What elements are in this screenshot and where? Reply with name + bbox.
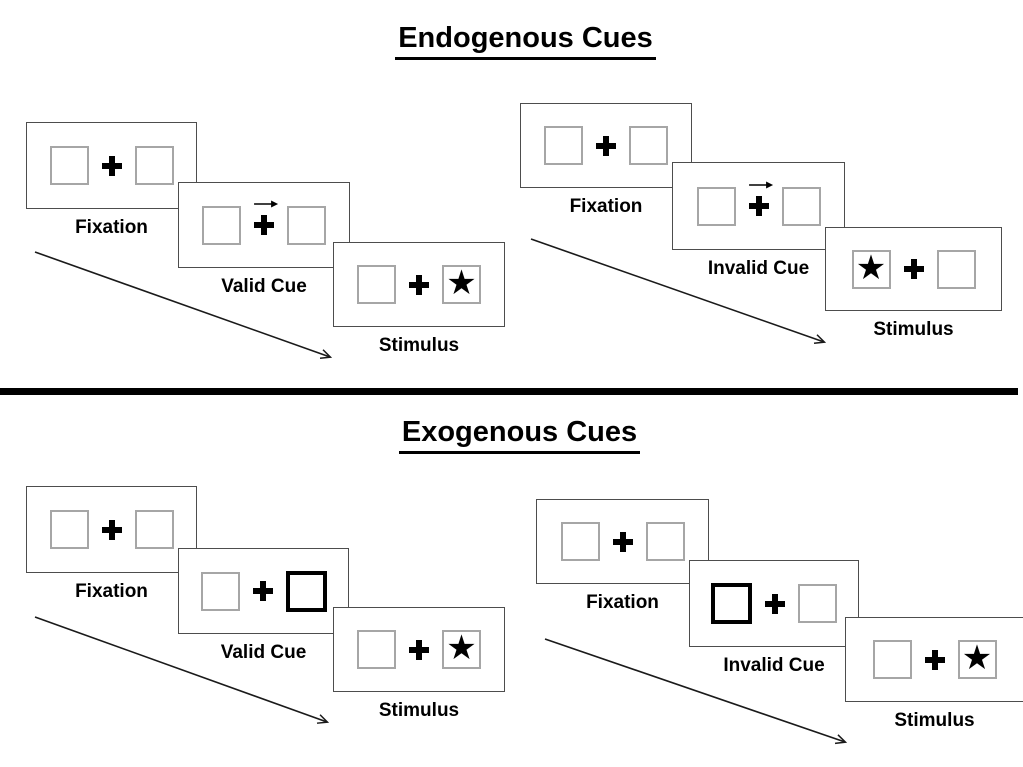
- panel-label: Fixation: [75, 217, 148, 238]
- fixation-panel: ★ ★ Fixation: [26, 486, 197, 602]
- cue-direction-arrow-icon: [748, 181, 773, 189]
- panel-label: Fixation: [569, 196, 643, 217]
- right-box: ★: [285, 570, 327, 612]
- fixation-cross-wrap: [748, 181, 773, 216]
- fixation-cross-wrap: [765, 593, 785, 614]
- panel-label: Stimulus: [873, 319, 954, 340]
- fixation-cross-icon: [252, 581, 273, 601]
- right-box: ★: [442, 630, 481, 669]
- stimulus-panel: ★ ★ Stimulus: [825, 227, 1002, 340]
- fixation-cross-icon: [748, 196, 769, 216]
- fixation-cross-icon: [254, 215, 274, 235]
- right-box: ★: [645, 522, 685, 561]
- cue-panel: ★ ★ Valid Cue: [178, 182, 350, 297]
- panel-label: Invalid Cue: [723, 655, 825, 676]
- fixation-panel: ★ ★ Fixation: [520, 103, 692, 217]
- left-box: ★: [202, 205, 241, 245]
- star-icon: ★: [446, 263, 477, 303]
- fixation-cross-wrap: [101, 155, 122, 176]
- right-box: ★: [957, 638, 997, 679]
- left-box: ★: [49, 510, 89, 549]
- panel-label: Valid Cue: [221, 276, 307, 297]
- fixation-cross-icon: [903, 259, 924, 279]
- cue-panel: ★ ★ Valid Cue: [178, 548, 349, 663]
- sequence-arrow: [34, 251, 333, 359]
- panel-label: Stimulus: [378, 335, 460, 356]
- cue-direction-arrow-icon: [254, 200, 279, 208]
- fixation-cross-wrap: [254, 200, 279, 235]
- star-icon: ★: [446, 628, 477, 668]
- fixation-panel: ★ ★ Fixation: [26, 122, 197, 238]
- panel-label: Fixation: [75, 581, 148, 602]
- section-title-exogenous: Exogenous Cues: [0, 416, 1023, 454]
- panel-label: Valid Cue: [220, 642, 307, 663]
- fixation-cross-icon: [409, 639, 429, 660]
- right-box: ★: [798, 584, 837, 623]
- left-box: ★: [696, 186, 736, 226]
- sequence-arrow: [530, 238, 827, 345]
- left-box: ★: [711, 583, 752, 624]
- panel-label: Fixation: [586, 592, 659, 613]
- cue-panel: ★ ★ Invalid Cue: [672, 162, 845, 279]
- fixation-panel: ★ ★ Fixation: [536, 499, 709, 613]
- fixation-cross-wrap: [596, 135, 616, 156]
- star-icon: ★: [855, 247, 887, 288]
- cue-panel: ★ ★ Invalid Cue: [689, 560, 859, 676]
- right-box: ★: [629, 126, 668, 165]
- fixation-cross-wrap: [409, 274, 429, 295]
- left-box: ★: [200, 571, 240, 611]
- left-box: ★: [544, 126, 583, 165]
- right-box: ★: [442, 265, 481, 304]
- section-title-text: Endogenous Cues: [395, 22, 656, 60]
- fixation-cross-icon: [924, 649, 945, 670]
- fixation-cross-wrap: [409, 639, 429, 660]
- panel-label: Invalid Cue: [707, 258, 810, 279]
- left-box: ★: [560, 522, 600, 561]
- panel-label: Stimulus: [378, 700, 460, 721]
- sequence-arrow: [34, 616, 330, 724]
- fixation-cross-icon: [409, 274, 429, 295]
- fixation-cross-wrap: [924, 649, 945, 670]
- fixation-cross-icon: [612, 531, 633, 552]
- left-box: ★: [49, 146, 89, 185]
- right-box: ★: [936, 249, 976, 289]
- fixation-cross-icon: [101, 519, 122, 540]
- fixation-cross-wrap: [612, 531, 633, 552]
- stimulus-panel: ★ ★ Stimulus: [845, 617, 1023, 731]
- panel-label: Stimulus: [894, 710, 975, 731]
- right-box: ★: [134, 510, 174, 549]
- stimulus-panel: ★ ★ Stimulus: [333, 242, 505, 356]
- fixation-cross-icon: [765, 593, 785, 614]
- left-box: ★: [357, 630, 396, 669]
- left-box: ★: [357, 265, 396, 304]
- section-title-endogenous: Endogenous Cues: [0, 22, 1023, 60]
- star-icon: ★: [961, 638, 993, 678]
- section-divider: [0, 388, 1018, 395]
- fixation-cross-icon: [596, 135, 616, 156]
- stimulus-panel: ★ ★ Stimulus: [333, 607, 505, 721]
- right-box: ★: [287, 205, 326, 245]
- fixation-cross-wrap: [903, 259, 924, 279]
- right-box: ★: [134, 146, 174, 185]
- right-box: ★: [781, 186, 821, 226]
- left-box: ★: [851, 247, 891, 289]
- fixation-cross-wrap: [252, 581, 273, 601]
- sequence-arrow: [544, 638, 848, 745]
- section-title-text: Exogenous Cues: [398, 416, 641, 454]
- left-box: ★: [872, 640, 912, 679]
- fixation-cross-icon: [101, 155, 122, 176]
- fixation-cross-wrap: [101, 519, 122, 540]
